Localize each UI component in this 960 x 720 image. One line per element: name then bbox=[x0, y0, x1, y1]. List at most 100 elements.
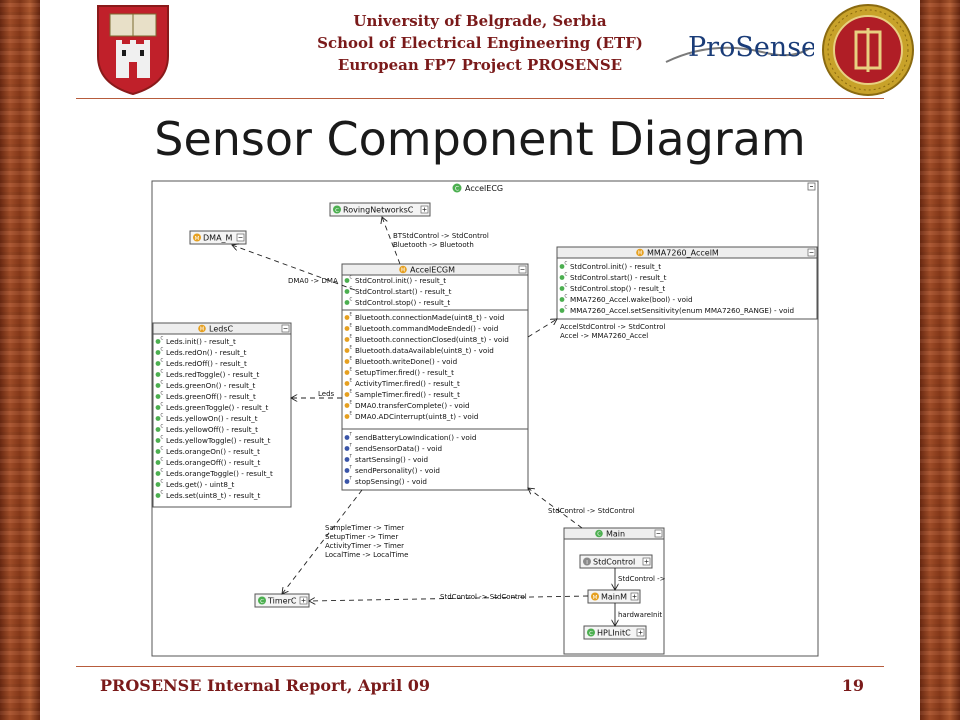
method-icon bbox=[559, 286, 565, 291]
method-icon bbox=[344, 289, 350, 294]
method-label: DMA0.ADCinterrupt(uint8_t) - void bbox=[355, 412, 478, 421]
wood-border-left bbox=[0, 0, 40, 720]
svg-text:E: E bbox=[350, 356, 353, 361]
method-icon bbox=[344, 435, 350, 440]
svg-text:C: C bbox=[161, 369, 164, 374]
svg-text:C: C bbox=[161, 424, 164, 429]
method-icon bbox=[344, 381, 350, 386]
main-node: C Main I StdControl M MainM C HPLInitC S… bbox=[563, 527, 666, 655]
svg-text:C: C bbox=[161, 402, 164, 407]
header-line-school: School of Electrical Engineering (ETF) bbox=[317, 34, 643, 52]
method-icon bbox=[344, 337, 350, 342]
method-label: SampleTimer.fired() - result_t bbox=[355, 390, 460, 399]
svg-text:ActivityTimer -> Timer: ActivityTimer -> Timer bbox=[325, 542, 404, 550]
method-icon bbox=[155, 416, 161, 421]
method-icon bbox=[344, 278, 350, 283]
wood-border-right bbox=[920, 0, 960, 720]
method-icon bbox=[344, 468, 350, 473]
svg-text:LocalTime -> LocalTime: LocalTime -> LocalTime bbox=[325, 551, 408, 559]
svg-text:T: T bbox=[349, 443, 353, 448]
svg-text:T: T bbox=[349, 476, 353, 481]
method-icon bbox=[155, 493, 161, 498]
svg-text:Bluetooth -> Bluetooth: Bluetooth -> Bluetooth bbox=[393, 241, 474, 249]
svg-text:Main: Main bbox=[606, 530, 625, 539]
footer-page-number: 19 bbox=[841, 676, 864, 695]
method-label: Bluetooth.dataAvailable(uint8_t) - void bbox=[355, 346, 494, 355]
method-label: Leds.init() - result_t bbox=[166, 337, 236, 346]
method-icon bbox=[344, 370, 350, 375]
method-icon bbox=[155, 394, 161, 399]
method-label: Bluetooth.writeDone() - void bbox=[355, 357, 457, 366]
svg-text:E: E bbox=[350, 367, 353, 372]
svg-text:StdControl -> StdControl: StdControl -> StdControl bbox=[440, 593, 527, 601]
method-icon bbox=[155, 350, 161, 355]
svg-text:C: C bbox=[260, 599, 264, 605]
header-line-university: University of Belgrade, Serbia bbox=[353, 12, 607, 30]
method-label: StdControl.init() - result_t bbox=[570, 262, 661, 271]
method-icon bbox=[155, 427, 161, 432]
method-icon bbox=[344, 403, 350, 408]
method-icon bbox=[155, 460, 161, 465]
svg-text:M: M bbox=[195, 236, 200, 242]
method-label: Leds.redOff() - result_t bbox=[166, 359, 247, 368]
method-icon bbox=[155, 482, 161, 487]
svg-text:I: I bbox=[586, 560, 588, 566]
method-label: Leds.yellowOff() - result_t bbox=[166, 425, 258, 434]
svg-text:C: C bbox=[161, 457, 164, 462]
svg-text:Leds: Leds bbox=[318, 390, 335, 398]
svg-text:C: C bbox=[565, 305, 568, 310]
svg-text:C: C bbox=[161, 468, 164, 473]
svg-text:C: C bbox=[565, 294, 568, 299]
wire-labels: BTStdControl -> StdControl Bluetooth -> … bbox=[288, 232, 665, 601]
footer-report-label: PROSENSE Internal Report, April 09 bbox=[100, 676, 431, 695]
svg-text:T: T bbox=[349, 432, 353, 437]
method-icon bbox=[344, 348, 350, 353]
svg-text:HPLInitC: HPLInitC bbox=[597, 629, 631, 638]
svg-text:BTStdControl -> StdControl: BTStdControl -> StdControl bbox=[393, 232, 489, 240]
method-label: stopSensing() - void bbox=[355, 477, 427, 486]
svg-text:C: C bbox=[161, 479, 164, 484]
method-icon bbox=[344, 300, 350, 305]
svg-text:E: E bbox=[350, 345, 353, 350]
method-label: sendPersonality() - void bbox=[355, 466, 440, 475]
svg-text:TimerC: TimerC bbox=[267, 597, 297, 606]
prosense-logo: ProSense bbox=[665, 32, 814, 63]
svg-text:C: C bbox=[455, 186, 459, 193]
method-label: StdControl.start() - result_t bbox=[570, 273, 667, 282]
method-label: MMA7260_Accel.wake(bool) - void bbox=[570, 295, 693, 304]
method-label: Leds.orangeOn() - result_t bbox=[166, 447, 260, 456]
timerc-node: C TimerC bbox=[254, 593, 310, 608]
method-icon bbox=[155, 471, 161, 476]
svg-text:RovingNetworksC: RovingNetworksC bbox=[343, 206, 414, 215]
roving-networks-node: C RovingNetworksC bbox=[329, 202, 431, 217]
method-icon bbox=[155, 438, 161, 443]
svg-text:C: C bbox=[565, 272, 568, 277]
svg-text:T: T bbox=[349, 454, 353, 459]
svg-text:M: M bbox=[200, 327, 204, 333]
svg-text:E: E bbox=[350, 389, 353, 394]
method-label: Leds.redOn() - result_t bbox=[166, 348, 247, 357]
svg-text:E: E bbox=[350, 400, 353, 405]
footer-divider bbox=[76, 666, 884, 667]
method-label: Leds.greenOn() - result_t bbox=[166, 381, 256, 390]
svg-text:C: C bbox=[161, 413, 164, 418]
svg-text:M: M bbox=[401, 268, 405, 274]
svg-text:SampleTimer -> Timer: SampleTimer -> Timer bbox=[325, 524, 404, 532]
method-label: StdControl.stop() - result_t bbox=[355, 298, 450, 307]
svg-text:SetupTimer -> Timer: SetupTimer -> Timer bbox=[325, 533, 398, 541]
method-icon bbox=[344, 359, 350, 364]
component-diagram: C AccelECG C RovingNetworksC M DMA_M M A… bbox=[151, 180, 819, 657]
svg-text:AccelStdControl -> StdControl: AccelStdControl -> StdControl bbox=[560, 323, 665, 331]
university-crest-logo bbox=[97, 5, 169, 96]
svg-text:C: C bbox=[161, 435, 164, 440]
svg-text:C: C bbox=[161, 380, 164, 385]
method-icon bbox=[155, 405, 161, 410]
svg-text:E: E bbox=[350, 323, 353, 328]
method-icon bbox=[155, 339, 161, 344]
component-icon bbox=[452, 183, 462, 193]
method-label: ActivityTimer.fired() - result_t bbox=[355, 379, 460, 388]
svg-text:DMA_M: DMA_M bbox=[203, 234, 233, 243]
svg-text:T: T bbox=[349, 465, 353, 470]
